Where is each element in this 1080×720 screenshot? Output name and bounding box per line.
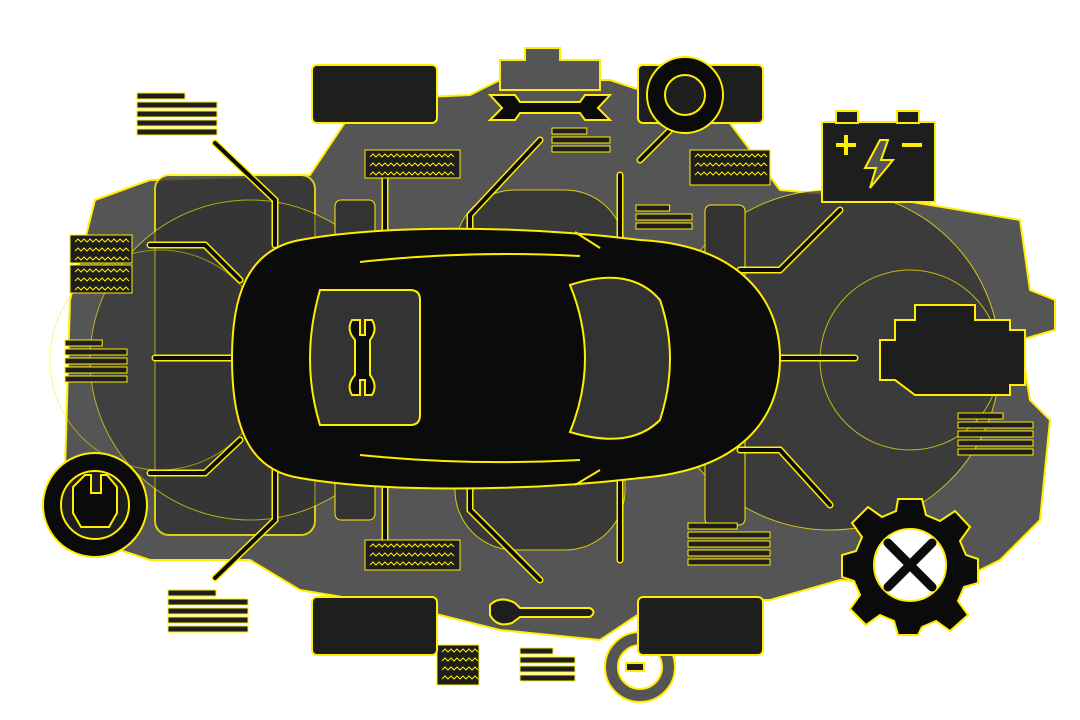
text-line bbox=[635, 222, 693, 230]
text-line bbox=[957, 448, 1034, 456]
text-line bbox=[551, 127, 588, 135]
panel bbox=[311, 596, 438, 656]
text-line bbox=[687, 522, 738, 530]
car-top-view-icon bbox=[230, 227, 782, 490]
text-block-icon bbox=[635, 204, 693, 230]
zigzag-line bbox=[694, 153, 768, 176]
engine-icon bbox=[499, 47, 601, 91]
text-line bbox=[64, 366, 128, 374]
zigzag-line bbox=[369, 543, 455, 566]
panel bbox=[637, 596, 764, 656]
text-line bbox=[167, 589, 217, 597]
top-panels bbox=[311, 47, 764, 134]
text-line bbox=[136, 128, 218, 136]
text-line bbox=[957, 421, 1034, 429]
text-line bbox=[64, 357, 128, 365]
text-line bbox=[687, 540, 771, 548]
wrench-icon bbox=[487, 94, 613, 121]
text-block-icon bbox=[167, 589, 249, 633]
zigzag-line bbox=[74, 238, 130, 261]
text-line bbox=[957, 430, 1034, 438]
text-line bbox=[136, 101, 218, 109]
text-block-icon bbox=[957, 412, 1034, 456]
text-line bbox=[635, 213, 693, 221]
zigzag-line bbox=[74, 268, 130, 291]
text-line bbox=[551, 136, 611, 144]
text-line bbox=[635, 204, 671, 212]
text-block-icon bbox=[551, 127, 611, 153]
zigzag-line bbox=[369, 153, 455, 176]
text-line bbox=[167, 598, 249, 606]
text-line bbox=[64, 375, 128, 383]
text-line bbox=[64, 348, 128, 356]
battery-icon bbox=[821, 110, 936, 203]
text-line bbox=[551, 145, 611, 153]
zigzag-block bbox=[689, 149, 771, 186]
text-line bbox=[519, 647, 554, 655]
text-block-icon bbox=[519, 647, 576, 682]
gear-wrench-icon bbox=[841, 498, 979, 636]
text-block-icon bbox=[64, 339, 128, 383]
text-line bbox=[687, 531, 771, 539]
text-line bbox=[519, 665, 576, 673]
spanner-circle-icon bbox=[42, 452, 148, 558]
text-block-icon bbox=[136, 92, 218, 136]
text-line bbox=[687, 558, 771, 566]
text-line bbox=[136, 92, 186, 100]
text-line bbox=[957, 439, 1034, 447]
text-line bbox=[136, 119, 218, 127]
text-line bbox=[64, 339, 103, 347]
zigzag-line bbox=[441, 648, 479, 680]
text-line bbox=[957, 412, 1004, 420]
wrench-icon bbox=[489, 598, 595, 626]
text-line bbox=[519, 656, 576, 664]
text-line bbox=[167, 625, 249, 633]
text-block-icon bbox=[687, 522, 771, 566]
text-line bbox=[519, 674, 576, 682]
text-line bbox=[167, 616, 249, 624]
engine-icon bbox=[879, 304, 1026, 396]
gear-wrench-icon bbox=[646, 56, 724, 134]
text-line bbox=[136, 110, 218, 118]
text-line bbox=[167, 607, 249, 615]
text-line bbox=[687, 549, 771, 557]
